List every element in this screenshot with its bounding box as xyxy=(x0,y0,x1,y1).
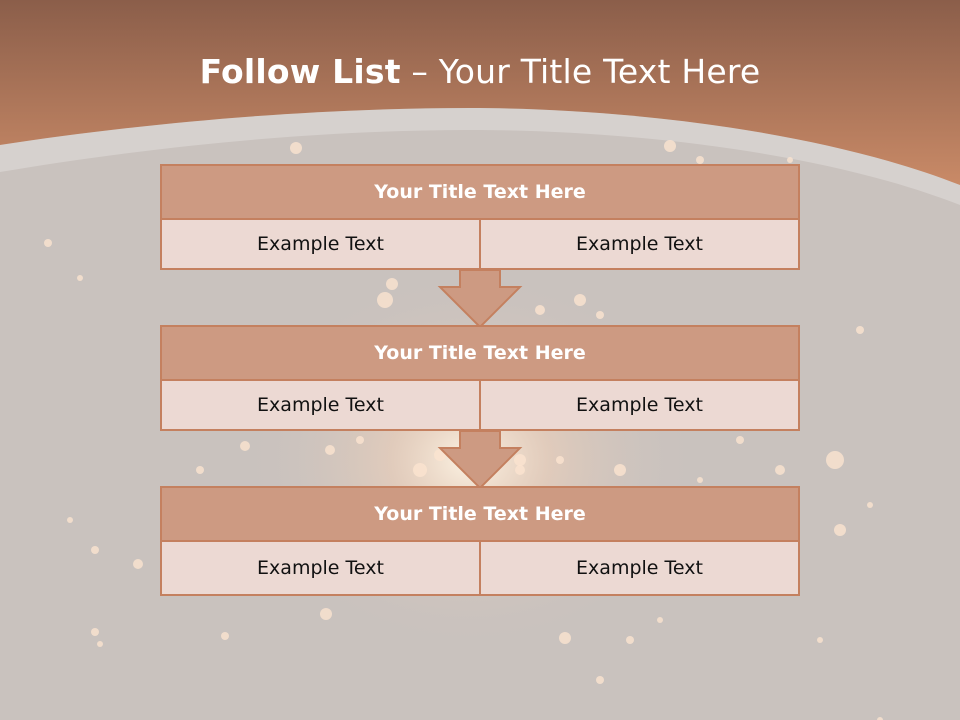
block-cell-right: Example Text xyxy=(481,381,800,431)
sparkle-dot xyxy=(44,239,52,247)
sparkle-dot xyxy=(856,326,864,334)
sparkle-dot xyxy=(386,278,398,290)
list-block-2: Your Title Text Here Example Text Exampl… xyxy=(160,325,800,431)
sparkle-dot xyxy=(775,465,785,475)
title-rest: – Your Title Text Here xyxy=(400,52,761,91)
sparkle-dot xyxy=(697,477,703,483)
sparkle-dot xyxy=(91,628,99,636)
sparkle-dot xyxy=(574,294,586,306)
block-cell-left: Example Text xyxy=(160,542,481,596)
sparkle-dot xyxy=(556,456,564,464)
slide-title: Follow List – Your Title Text Here xyxy=(0,52,960,91)
sparkle-dot xyxy=(413,463,427,477)
block-row: Example Text Example Text xyxy=(160,220,800,270)
sparkle-dot xyxy=(626,636,634,644)
sparkle-dot xyxy=(614,464,626,476)
sparkle-dot xyxy=(596,311,604,319)
sparkle-dot xyxy=(834,524,846,536)
sparkle-dot xyxy=(97,641,103,647)
list-block-3: Your Title Text Here Example Text Exampl… xyxy=(160,486,800,596)
sparkle-dot xyxy=(559,632,571,644)
block-row: Example Text Example Text xyxy=(160,542,800,596)
sparkle-dot xyxy=(817,637,823,643)
block-cell-right: Example Text xyxy=(481,542,800,596)
block-cell-right: Example Text xyxy=(481,220,800,270)
block-row: Example Text Example Text xyxy=(160,381,800,431)
sparkle-dot xyxy=(877,717,883,720)
block-cell-left: Example Text xyxy=(160,220,481,270)
sparkle-dot xyxy=(736,436,744,444)
sparkle-dot xyxy=(133,559,143,569)
block-title: Your Title Text Here xyxy=(160,486,800,542)
header-arc-highlight xyxy=(0,108,960,205)
title-bold: Follow List xyxy=(199,52,401,91)
sparkle-dot xyxy=(515,465,525,475)
sparkle-dot xyxy=(787,157,793,163)
sparkle-dot xyxy=(664,140,676,152)
sparkle-dot xyxy=(196,466,204,474)
sparkle-dot xyxy=(290,142,302,154)
sparkle-dot xyxy=(596,676,604,684)
sparkle-dot xyxy=(77,275,83,281)
sparkle-dot xyxy=(320,608,332,620)
sparkle-dot xyxy=(377,292,393,308)
sparkle-dot xyxy=(535,305,545,315)
sparkle-dot xyxy=(67,517,73,523)
header-band xyxy=(0,0,960,185)
sparkle-dot xyxy=(657,617,663,623)
list-block-1: Your Title Text Here Example Text Exampl… xyxy=(160,164,800,270)
block-title: Your Title Text Here xyxy=(160,164,800,220)
sparkle-dot xyxy=(91,546,99,554)
block-cell-left: Example Text xyxy=(160,381,481,431)
sparkle-dot xyxy=(434,449,446,461)
sparkle-dot xyxy=(867,502,873,508)
sparkle-dot xyxy=(356,436,364,444)
sparkle-dot xyxy=(325,445,335,455)
sparkle-dot xyxy=(696,156,704,164)
sparkle-dot xyxy=(240,441,250,451)
block-title: Your Title Text Here xyxy=(160,325,800,381)
sparkle-dot xyxy=(826,451,844,469)
sparkle-dot xyxy=(221,632,229,640)
sparkle-dot xyxy=(514,454,526,466)
